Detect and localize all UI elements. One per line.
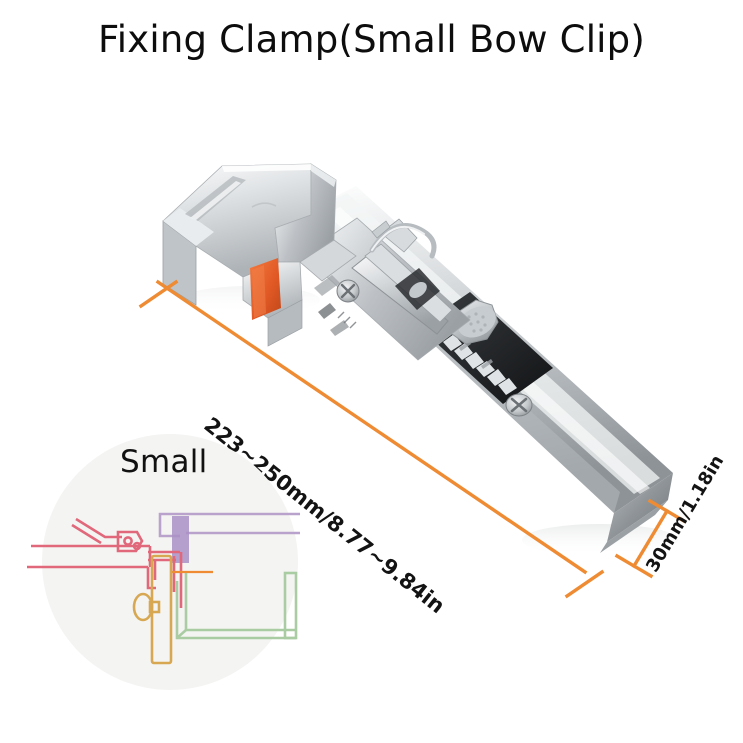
clamp-head-bracket bbox=[162, 163, 337, 347]
thickness-tick-bottom bbox=[614, 553, 654, 579]
post-schematic bbox=[132, 554, 173, 665]
cabinet-schematic bbox=[175, 571, 298, 640]
pivot-screw bbox=[336, 279, 360, 303]
page-title: Fixing Clamp(Small Bow Clip) bbox=[98, 18, 645, 61]
length-tick-left bbox=[138, 279, 179, 309]
thickness-tick-top bbox=[647, 498, 687, 524]
phillips-screw bbox=[505, 393, 533, 417]
countertop-schematic bbox=[158, 512, 300, 538]
length-tick-right bbox=[564, 569, 605, 599]
connector-plate bbox=[299, 239, 357, 296]
inset-size-label: Small bbox=[120, 444, 208, 480]
length-dimension-line bbox=[155, 279, 588, 575]
thickness-dimension-line bbox=[631, 508, 670, 569]
